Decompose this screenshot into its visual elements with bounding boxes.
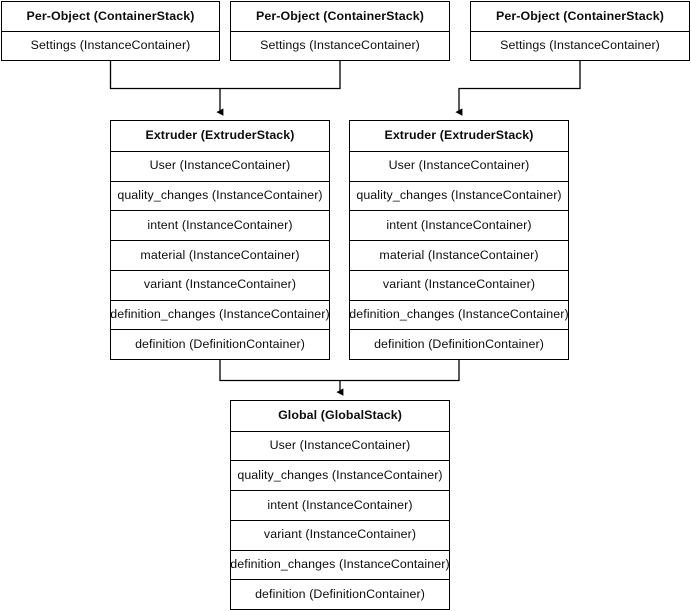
edge-per-object-1-to-extruder-1 — [109, 61, 220, 90]
edge-extruder-1-to-global — [219, 360, 340, 382]
node-row-variant: variant (InstanceContainer) — [231, 519, 449, 550]
node-row-intent: intent (InstanceContainer) — [231, 490, 449, 520]
node-header: Global (GlobalStack) — [278, 408, 402, 423]
node-row-user: User (InstanceContainer) — [111, 150, 329, 181]
node-row-intent: intent (InstanceContainer) — [111, 210, 329, 240]
node-row-settings: Settings (InstanceContainer) — [231, 30, 449, 60]
node-row-user: User (InstanceContainer) — [350, 150, 568, 181]
edge-per-object-2-to-extruder-1 — [220, 61, 341, 90]
node-per-object-2[interactable]: Per-Object (ContainerStack) Settings (In… — [230, 1, 450, 61]
node-header: Extruder (ExtruderStack) — [384, 128, 534, 143]
node-row-definition: definition (DefinitionContainer) — [231, 579, 449, 609]
node-row-quality-changes: quality_changes (InstanceContainer) — [350, 180, 568, 211]
node-row-definition: definition (DefinitionContainer) — [111, 329, 329, 359]
node-row-quality-changes: quality_changes (InstanceContainer) — [111, 180, 329, 211]
node-row-definition-changes: definition_changes (InstanceContainer) — [349, 299, 569, 330]
node-row-definition-changes: definition_changes (InstanceContainer) — [230, 549, 450, 580]
edge-per-object-3-to-extruder-2 — [455, 61, 581, 116]
node-row-material: material (InstanceContainer) — [111, 240, 329, 270]
node-header: Per-Object (ContainerStack) — [496, 8, 664, 23]
node-per-object-3[interactable]: Per-Object (ContainerStack) Settings (In… — [470, 1, 690, 61]
node-row-material: material (InstanceContainer) — [350, 240, 568, 270]
node-row-variant: variant (InstanceContainer) — [350, 269, 568, 300]
node-row-definition: definition (DefinitionContainer) — [350, 329, 568, 359]
node-row-variant: variant (InstanceContainer) — [111, 269, 329, 300]
node-extruder-2[interactable]: Extruder (ExtruderStack) User (InstanceC… — [349, 120, 569, 360]
node-row-user: User (InstanceContainer) — [231, 430, 449, 461]
node-global[interactable]: Global (GlobalStack) User (InstanceConta… — [230, 400, 450, 610]
node-row-definition-changes: definition_changes (InstanceContainer) — [110, 299, 330, 330]
node-row-settings: Settings (InstanceContainer) — [471, 30, 689, 60]
node-header: Per-Object (ContainerStack) — [256, 8, 424, 23]
node-header: Extruder (ExtruderStack) — [145, 128, 295, 143]
node-row-quality-changes: quality_changes (InstanceContainer) — [231, 460, 449, 490]
node-extruder-1[interactable]: Extruder (ExtruderStack) User (InstanceC… — [110, 120, 330, 360]
node-header: Per-Object (ContainerStack) — [26, 8, 195, 23]
node-row-intent: intent (InstanceContainer) — [350, 210, 568, 240]
edge-extruder-2-to-global — [340, 360, 460, 382]
node-per-object-1[interactable]: Per-Object (ContainerStack) Settings (In… — [1, 1, 220, 61]
node-row-settings: Settings (InstanceContainer) — [2, 30, 219, 60]
